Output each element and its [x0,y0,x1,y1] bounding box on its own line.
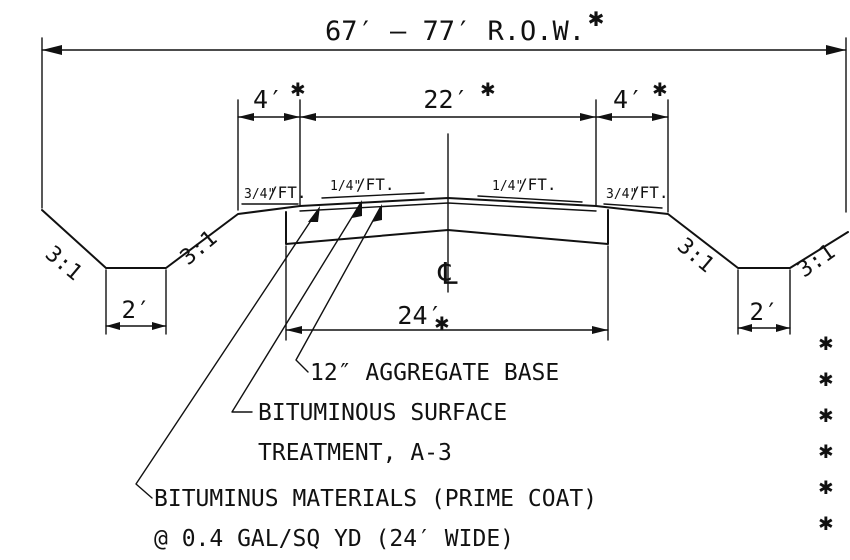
footnote-mark: ✱ [819,472,833,500]
row-arrow-left [42,45,62,55]
leader-surface-treatment-arrow [352,200,362,218]
slope-shoulder-right-unit: /FT. [630,183,669,202]
arrow-sl-left [238,113,254,121]
slope-shoulder-right-frac: 3/4" [606,187,637,202]
slope-shoulder-left-frac: 3/4" [244,187,275,202]
callout-surface-treatment-line2: TREATMENT, A-3 [258,440,452,466]
footnote-mark: ✱ [819,400,833,428]
arrow-lane-right [580,113,596,121]
top-dimensions: 4′ ✱ 22′ ✱ 4′ ✱ [237,74,669,213]
shoulder-left-width: 4′ [253,85,283,114]
footnote-mark: ✱ [819,364,833,392]
callout-prime-coat-line1: BITUMINUS MATERIALS (PRIME COAT) [154,486,597,512]
row-asterisk: ✱ [588,3,604,33]
leader-surface-treatment [231,203,361,413]
cross-slope-labels: 3/4" /FT. 1/4" /FT. 1/4" /FT. 3/4" /FT. [241,175,669,209]
ditch-right-arrow-a [738,324,752,332]
arrow-sr-right [652,113,668,121]
leader-prime-coat [135,209,319,499]
arrow-lane-left [300,113,316,121]
ditch-right-width: 2′ [750,298,779,326]
base-dimension: 24′ ✱ [285,245,609,341]
shoulder-left-asterisk: ✱ [291,74,305,102]
centerline-symbol: ℄ [437,257,458,292]
slope-lane-left-unit: /FT. [356,175,395,194]
ditch-dimensions: 2′ 2′ [105,269,791,335]
callout-prime-coat-line2: @ 0.4 GAL/SQ YD (24′ WIDE) [154,526,514,552]
side-slope-right-outer: 3:1 [793,240,840,283]
arrow-sl-right [284,113,300,121]
aggregate-base-layer [285,209,609,245]
base-width: 24′ [397,301,442,330]
row-dimension: 67′ – 77′ R.O.W. ✱ [41,3,847,213]
ditch-left-width: 2′ [122,296,151,324]
slope-lane-left-frac: 1/4" [330,179,361,194]
row-dimension-label: 67′ – 77′ R.O.W. [325,16,585,47]
side-slope-left-outer: 3:1 [40,241,87,286]
ditch-right-arrow-b [776,324,790,332]
ditch-left-arrow-b [152,322,166,330]
side-slope-left-inner: 3:1 [176,226,223,271]
footnote-marks: ✱ ✱ ✱ ✱ ✱ ✱ [819,328,833,536]
arrow-sr-left [596,113,612,121]
footnote-mark: ✱ [819,508,833,536]
base-asterisk: ✱ [435,308,449,336]
lanes-asterisk: ✱ [481,74,495,102]
leader-aggregate-base-arrow [372,204,382,222]
base-arrow-left [286,326,302,334]
footnote-mark: ✱ [819,436,833,464]
shoulder-right-asterisk: ✱ [653,74,667,102]
leader-aggregate-base [295,207,381,373]
slope-lane-left-underline [321,192,425,199]
base-arrow-right [592,326,608,334]
slope-lane-right-frac: 1/4" [492,179,523,194]
callout-surface-treatment-line1: BITUMINOUS SURFACE [258,400,507,426]
slope-shoulder-left-unit: /FT. [268,183,307,202]
leader-lines [135,200,382,499]
slope-shoulder-right-underline [603,203,663,209]
footnote-mark: ✱ [819,328,833,356]
callouts: 12″ AGGREGATE BASE BITUMINOUS SURFACE TR… [154,360,597,552]
lanes-width: 22′ [423,85,468,114]
callout-aggregate-base: 12″ AGGREGATE BASE [310,360,559,386]
ditch-left-arrow-a [106,322,120,330]
side-slope-right-inner: 3:1 [672,233,719,278]
leader-prime-coat-arrow [308,206,320,222]
shoulder-right-width: 4′ [613,85,643,114]
roadway-profile: ℄ [41,133,849,293]
slope-lane-right-unit: /FT. [518,175,557,194]
row-arrow-right [826,45,846,55]
slope-lane-right-underline [477,195,583,203]
